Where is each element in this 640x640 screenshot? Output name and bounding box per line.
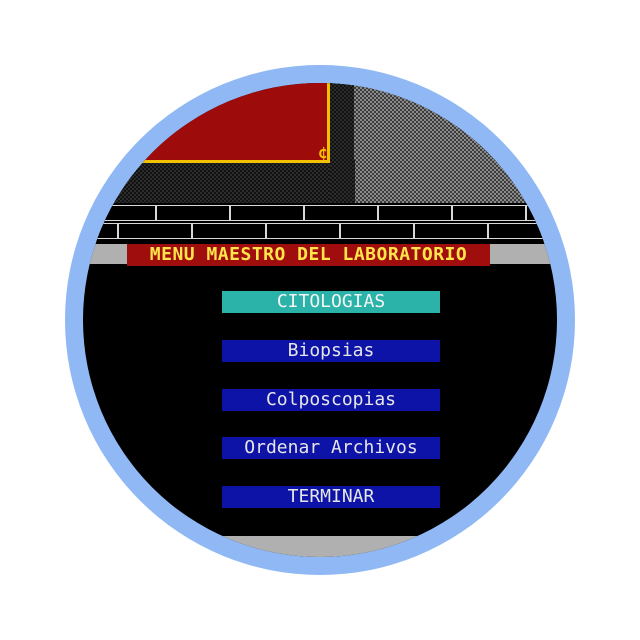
institution-name: O NORTE xyxy=(120,96,204,118)
circular-viewport: O NORTE ogía ¢ xyxy=(83,83,557,557)
menu-item-ordenar-archivos[interactable]: Ordenar Archivos xyxy=(222,437,440,459)
brick-wall xyxy=(83,203,557,243)
checkered-background xyxy=(330,83,557,203)
bottom-status-bar xyxy=(83,536,557,557)
menu-title: MENU MAESTRO DEL LABORATORIO xyxy=(127,244,490,266)
title-box-shadow xyxy=(100,160,355,203)
menu-item-citologias[interactable]: CITOLOGIAS xyxy=(222,291,440,313)
title-box xyxy=(83,83,330,163)
title-corner-symbol: ¢ xyxy=(318,143,328,162)
department-name: ogía xyxy=(120,123,168,145)
menu-item-colposcopias[interactable]: Colposcopias xyxy=(222,389,440,411)
menu-item-terminar[interactable]: TERMINAR xyxy=(222,486,440,508)
shadow-column xyxy=(330,83,354,203)
dos-screen: O NORTE ogía ¢ xyxy=(83,83,557,557)
menu-item-biopsias[interactable]: Biopsias xyxy=(222,340,440,362)
